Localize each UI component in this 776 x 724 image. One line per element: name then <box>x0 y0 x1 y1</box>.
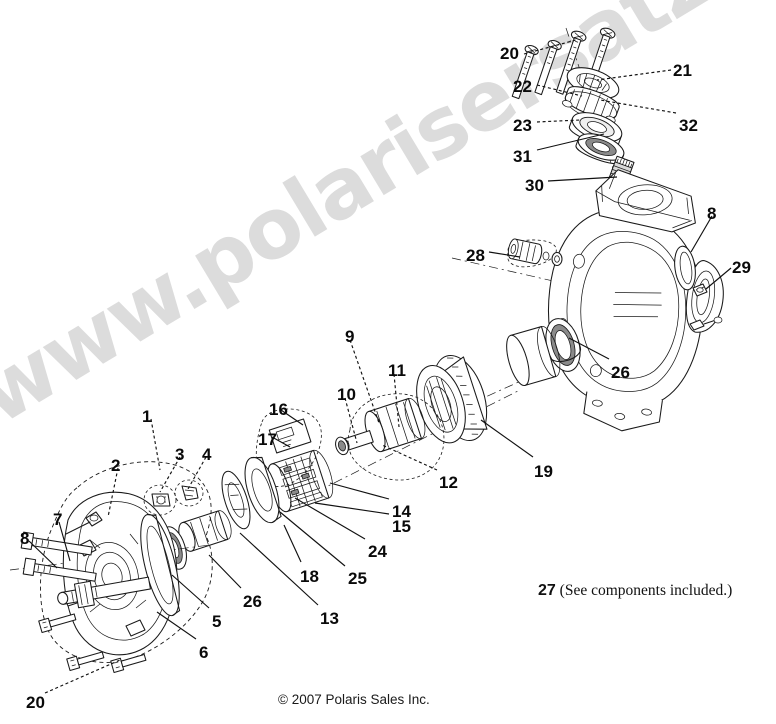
leader-line-21 <box>596 69 672 81</box>
callout-26: 26 <box>243 592 262 611</box>
leader-line-28 <box>488 251 521 258</box>
leader-line-25 <box>279 511 346 567</box>
center-shaft-13 <box>178 510 232 552</box>
plate-25 <box>221 470 251 530</box>
leader-line-12 <box>381 444 438 471</box>
cover-cap-17 <box>255 408 322 487</box>
leader-line-15 <box>314 502 390 515</box>
ring-gear-19 <box>416 354 488 444</box>
leader-line-9 <box>349 339 380 424</box>
leader-line-14 <box>329 482 390 500</box>
leader-line-6 <box>156 611 197 640</box>
leader-line-20b <box>44 659 121 694</box>
leader-line-8b <box>690 215 713 253</box>
callout-1: 1 <box>142 407 152 426</box>
seal-stack-23-31 <box>568 112 625 165</box>
leader-line-19 <box>480 419 534 458</box>
leader-line-18 <box>283 524 302 563</box>
leader-line-26 <box>208 554 242 589</box>
seal-ring-8 <box>674 245 696 291</box>
bolt-group-20-left <box>38 613 147 674</box>
callout-6: 6 <box>199 643 209 662</box>
face-ring-5 <box>140 513 181 617</box>
leader-line-2 <box>107 467 119 518</box>
callout-18: 18 <box>300 567 319 586</box>
callout-8: 8 <box>20 529 30 548</box>
leader-line-16 <box>280 409 304 426</box>
callout-25: 25 <box>348 569 367 588</box>
output-shaft-2 <box>57 576 151 609</box>
spacer-tube <box>506 326 561 387</box>
callout-9: 9 <box>345 327 355 346</box>
callout-30: 30 <box>525 176 544 195</box>
callout-10: 10 <box>337 385 356 404</box>
note-27-text: (See components included.) <box>559 582 733 599</box>
note-27: 27 (See components included.) <box>538 582 732 600</box>
front-cover-assembly <box>9 461 213 674</box>
leader-line-4 <box>187 456 207 490</box>
callout-4: 4 <box>202 445 212 464</box>
leader-line-24 <box>294 497 366 540</box>
callout-24: 24 <box>368 542 387 561</box>
copyright-text: © 2007 Polaris Sales Inc. <box>278 692 430 707</box>
shaft-12 <box>335 430 374 456</box>
callout-20: 20 <box>500 44 519 63</box>
leader-line-32 <box>599 99 677 114</box>
callout-14: 14 <box>392 502 411 521</box>
leader-line-26b <box>568 337 610 360</box>
leader-line-20 <box>523 39 577 55</box>
callout-19: 19 <box>534 462 553 481</box>
leader-line-17 <box>271 436 291 448</box>
callout-15: 15 <box>392 517 411 536</box>
note-27-number: 27 <box>538 582 556 599</box>
leader-line-31 <box>536 133 605 151</box>
callout-20b: 20 <box>26 693 45 712</box>
through-bolt-8b <box>22 557 97 582</box>
callout-26b: 26 <box>611 363 630 382</box>
callout-32: 32 <box>679 116 698 135</box>
callout-5: 5 <box>212 612 222 631</box>
callout-3: 3 <box>175 445 185 464</box>
clip-4 <box>174 479 204 507</box>
leader-line-7 <box>58 521 71 562</box>
leader-line-8 <box>28 540 58 569</box>
bolt-group-20 <box>511 27 616 100</box>
callout-8b: 8 <box>707 204 717 223</box>
leader-line-13 <box>239 532 319 606</box>
leader-line-30 <box>547 176 618 182</box>
leader-lines <box>28 39 732 694</box>
retainer-29 <box>692 283 708 297</box>
oil-seal-26-right <box>545 318 581 372</box>
leader-line-23 <box>536 119 581 123</box>
leader-line-10 <box>344 397 358 444</box>
leader-line-22 <box>536 84 583 97</box>
callout-2: 2 <box>111 456 121 475</box>
coupler-28 <box>507 238 563 268</box>
fitting-7 <box>65 511 103 535</box>
callout-23: 23 <box>513 116 532 135</box>
callout-21: 21 <box>673 61 692 80</box>
flange-24 <box>244 456 282 524</box>
callout-7: 7 <box>53 510 63 529</box>
rotor-11 <box>364 398 426 453</box>
callout-29: 29 <box>732 258 751 277</box>
leader-line-3 <box>159 456 181 493</box>
stator-15 <box>267 449 334 513</box>
leader-line-5 <box>171 574 210 609</box>
callout-22: 22 <box>513 77 532 96</box>
plug-3 <box>143 484 177 516</box>
callout-31: 31 <box>513 147 532 166</box>
through-bolt-8a <box>20 531 93 556</box>
callout-28: 28 <box>466 246 485 265</box>
callout-12: 12 <box>439 473 458 492</box>
gearcase-housing-right <box>451 169 724 432</box>
callout-16: 16 <box>269 400 288 419</box>
leader-line-29 <box>705 267 732 290</box>
callout-17: 17 <box>258 430 277 449</box>
callout-11: 11 <box>388 361 406 380</box>
callout-13: 13 <box>320 609 339 628</box>
housing-fitting <box>689 316 723 331</box>
